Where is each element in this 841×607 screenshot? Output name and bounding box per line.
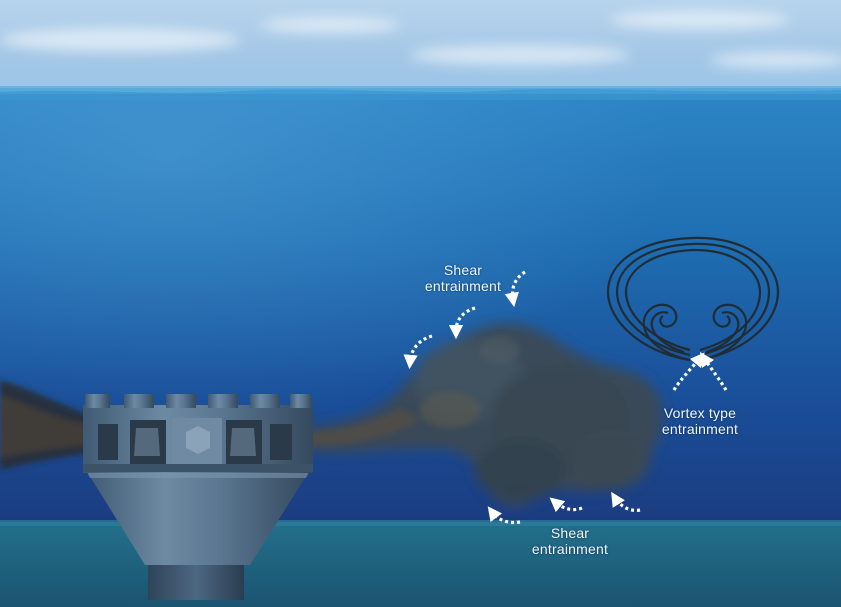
label-shear-bottom-line2: entrainment	[515, 541, 625, 557]
label-shear-entrainment-top: Shear entrainment	[408, 262, 518, 294]
water-surface	[0, 86, 841, 100]
label-shear-top-line2: entrainment	[408, 278, 518, 294]
label-vortex-entrainment: Vortex type entrainment	[640, 405, 760, 437]
label-shear-entrainment-bottom: Shear entrainment	[515, 525, 625, 557]
label-shear-top-line1: Shear	[408, 262, 518, 278]
label-vortex-line2: entrainment	[640, 421, 760, 437]
seabed	[0, 522, 841, 607]
label-vortex-line1: Vortex type	[640, 405, 760, 421]
label-shear-bottom-line1: Shear	[515, 525, 625, 541]
